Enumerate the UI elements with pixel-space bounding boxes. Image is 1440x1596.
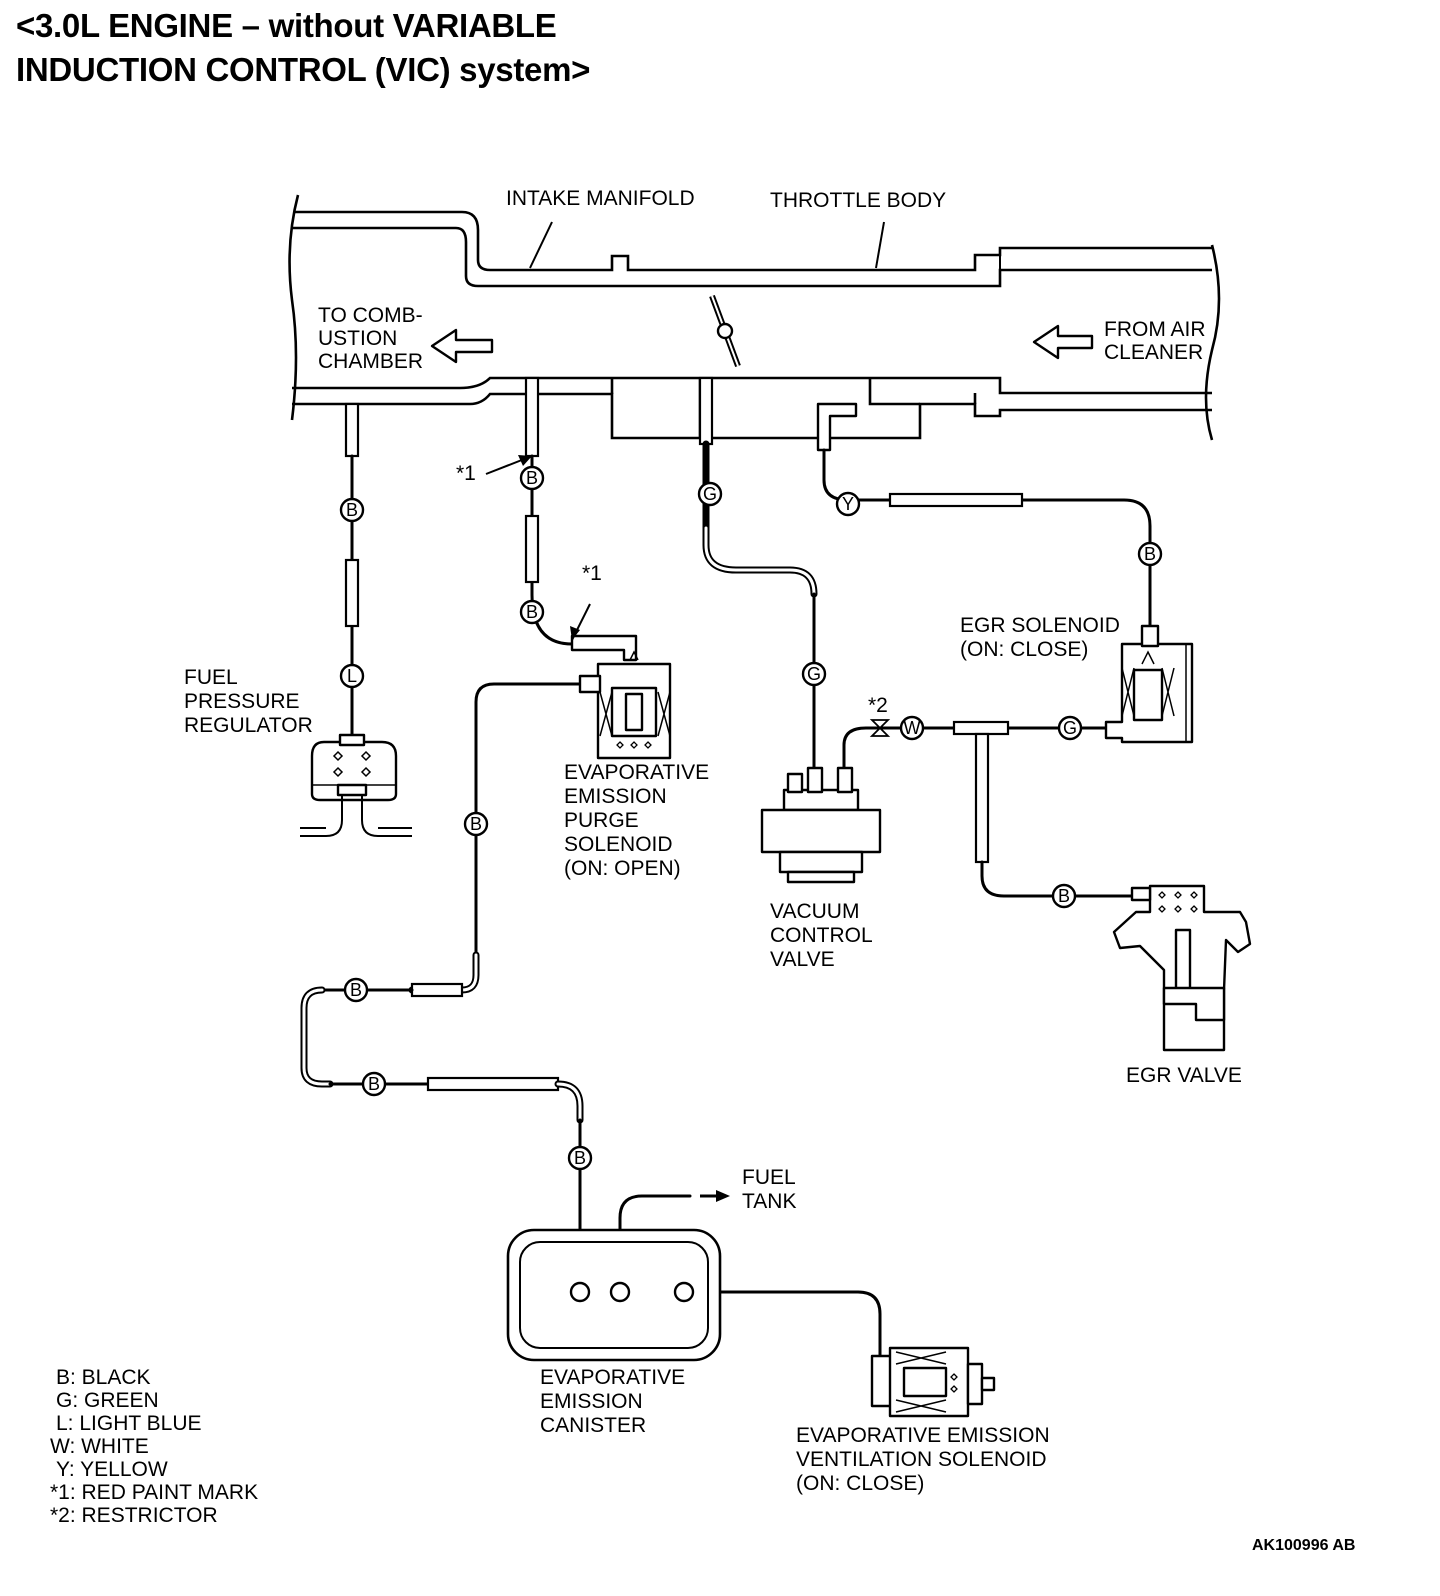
hose-tag: B — [567, 1145, 593, 1171]
fuel-pressure-regulator-label-3: REGULATOR — [184, 714, 313, 737]
ventilation-solenoid-label-2: VENTILATION SOLENOID — [796, 1448, 1047, 1471]
legend-item: W: WHITE — [50, 1435, 149, 1458]
fuel-pressure-regulator-label-2: PRESSURE — [184, 690, 300, 713]
hose-tag: B — [519, 465, 545, 491]
restrictor-mark: *2 — [868, 694, 888, 717]
legend-item: *2: RESTRICTOR — [50, 1504, 218, 1527]
hose-tag: B — [519, 599, 545, 625]
svg-text:G: G — [807, 664, 821, 684]
title-line-1: <3.0L ENGINE – without VARIABLE — [16, 7, 557, 44]
figure-reference: AK100996 AB — [1252, 1537, 1355, 1554]
purge-solenoid-label-2: EMISSION — [564, 785, 667, 808]
svg-text:B: B — [470, 814, 482, 834]
egr-solenoid-label-1: EGR SOLENOID — [960, 614, 1120, 637]
diagram-title: <3.0L ENGINE – without VARIABLE INDUCTIO… — [16, 4, 590, 92]
throttle-body-label: THROTTLE BODY — [770, 189, 946, 212]
canister-label-2: EMISSION — [540, 1390, 643, 1413]
hose-egr-circuit — [842, 719, 1138, 898]
egr-solenoid — [1104, 624, 1194, 744]
intake-manifold-label: INTAKE MANIFOLD — [506, 187, 695, 210]
to-combustion-label-1: TO COMB- — [318, 304, 423, 327]
from-air-cleaner-label-2: CLEANER — [1104, 341, 1203, 364]
ventilation-solenoid-label-3: (ON: CLOSE) — [796, 1472, 924, 1495]
hose-tag: W — [899, 715, 925, 741]
hose-tag: B — [1051, 883, 1077, 909]
manifold-nipples — [344, 376, 858, 458]
svg-text:B: B — [346, 500, 358, 520]
svg-text:B: B — [526, 468, 538, 488]
hose-tag: B — [463, 811, 489, 837]
svg-text:B: B — [350, 980, 362, 1000]
flow-arrow-air-icon — [1032, 324, 1094, 360]
purge-solenoid — [578, 650, 672, 760]
to-combustion-label-2: USTION — [318, 327, 397, 350]
svg-text:B: B — [1144, 544, 1156, 564]
hose-tag: B — [339, 497, 365, 523]
fuel-pressure-regulator-label-1: FUEL — [184, 666, 238, 689]
intake-manifold-body — [288, 194, 1221, 441]
legend-item: B: BLACK — [56, 1366, 151, 1389]
to-combustion-label-3: CHAMBER — [318, 350, 423, 373]
hose-tag: B — [1137, 541, 1163, 567]
svg-text:L: L — [347, 666, 357, 686]
title-line-2: INDUCTION CONTROL (VIC) system> — [16, 51, 591, 88]
hose-tag: L — [339, 663, 365, 689]
svg-text:B: B — [526, 602, 538, 622]
fuel-tank-label-1: FUEL — [742, 1166, 796, 1189]
red-paint-mark-1: *1 — [456, 462, 476, 485]
purge-solenoid-label-3: PURGE — [564, 809, 639, 832]
legend-item: G: GREEN — [56, 1389, 159, 1412]
ventilation-solenoid — [870, 1346, 996, 1418]
flow-arrow-left-icon — [430, 328, 494, 364]
vacuum-control-valve-label-1: VACUUM — [770, 900, 859, 923]
from-air-cleaner-label-1: FROM AIR — [1104, 318, 1206, 341]
svg-text:B: B — [1058, 886, 1070, 906]
legend-item: L: LIGHT BLUE — [56, 1412, 202, 1435]
vacuum-control-valve — [760, 766, 882, 884]
hose-tag: Y — [835, 491, 861, 517]
ventilation-solenoid-label-1: EVAPORATIVE EMISSION — [796, 1424, 1050, 1447]
egr-valve — [1112, 884, 1252, 1052]
fuel-tank-label-2: TANK — [742, 1190, 796, 1213]
egr-valve-label: EGR VALVE — [1126, 1064, 1242, 1087]
canister-label-3: CANISTER — [540, 1414, 646, 1437]
egr-solenoid-label-2: (ON: CLOSE) — [960, 638, 1088, 661]
evaporative-emission-canister — [506, 1228, 722, 1362]
vacuum-control-valve-label-3: VALVE — [770, 948, 835, 971]
hose-ventilation — [692, 1290, 882, 1362]
svg-text:B: B — [574, 1148, 586, 1168]
hose-tag: G — [697, 481, 723, 507]
hose-purge — [485, 454, 638, 662]
color-legend: B: BLACK G: GREEN L: LIGHT BLUE W: WHITE… — [50, 1366, 258, 1527]
hose-fuel-tank — [618, 1190, 730, 1294]
hose-tag: G — [1057, 715, 1083, 741]
hose-tag: B — [361, 1071, 387, 1097]
svg-text:B: B — [368, 1074, 380, 1094]
svg-text:W: W — [904, 718, 921, 738]
svg-text:G: G — [1063, 718, 1077, 738]
svg-text:Y: Y — [842, 494, 854, 514]
svg-text:G: G — [703, 484, 717, 504]
hose-tag: B — [343, 977, 369, 1003]
hose-vcv — [702, 440, 818, 770]
purge-solenoid-label-1: EVAPORATIVE — [564, 761, 709, 784]
hose-tag: G — [801, 661, 827, 687]
legend-item: *1: RED PAINT MARK — [50, 1481, 258, 1504]
purge-solenoid-label-4: SOLENOID — [564, 833, 673, 856]
red-paint-mark-2: *1 — [582, 562, 602, 585]
hose-egr-solenoid — [822, 448, 1152, 628]
vacuum-control-valve-label-2: CONTROL — [770, 924, 873, 947]
purge-solenoid-label-5: (ON: OPEN) — [564, 857, 681, 880]
canister-label-1: EVAPORATIVE — [540, 1366, 685, 1389]
fuel-pressure-regulator — [300, 733, 412, 837]
legend-item: Y: YELLOW — [56, 1458, 168, 1481]
